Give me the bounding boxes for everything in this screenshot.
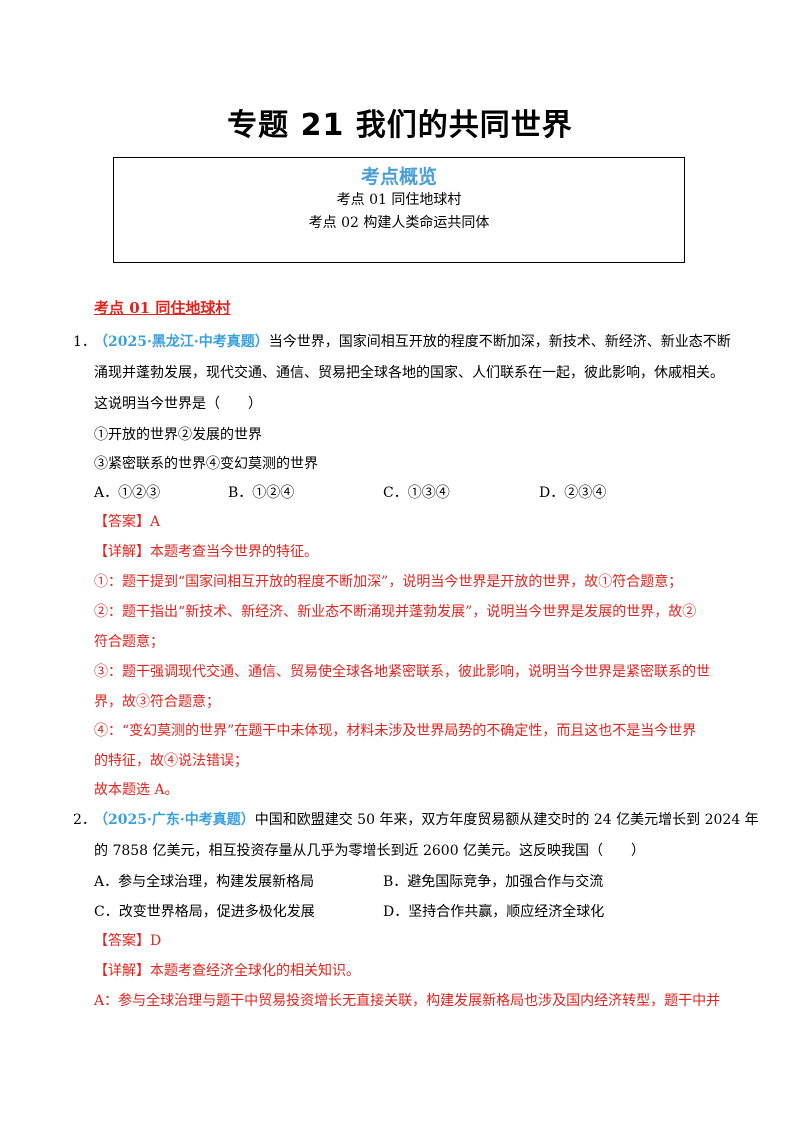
question-stem-line: 的 7858 亿美元，相互投资存量从几乎为零增长到近 2600 亿美元。这反映我…	[94, 843, 646, 859]
analysis-line: ③：题干强调现代交通、通信、贸易使全球各地紧密联系，彼此影响，说明当今世界是紧密…	[94, 664, 710, 680]
answer-value: D	[150, 933, 162, 949]
analysis-line: ①：题干提到“国家间相互开放的程度不断加深”，说明当今世界是开放的世界，故①符合…	[94, 574, 683, 590]
question-source: （2025·黑龙江·中考真题）	[94, 334, 269, 350]
analysis-line: 故本题选 A。	[94, 782, 179, 798]
option-a: A．参与全球治理，构建发展新格局	[94, 874, 315, 890]
question-text: 中国和欧盟建交 50 年来，双方年度贸易额从建交时的 24 亿美元增长到 202…	[254, 812, 759, 828]
question-stem-line: ①开放的世界②发展的世界	[94, 427, 262, 443]
option-c: C．改变世界格局，促进多极化发展	[94, 904, 315, 920]
analysis-line: 界，故③符合题意；	[94, 694, 220, 710]
detail-label: 【详解】	[94, 544, 150, 560]
option-d: D．②③④	[539, 485, 607, 501]
option-d: D．坚持合作共赢，顺应经济全球化	[383, 904, 605, 920]
overview-item: 考点 02 构建人类命运共同体	[308, 215, 490, 231]
page-title: 专题 21 我们的共同世界	[227, 108, 573, 143]
question-text: 当今世界，国家间相互开放的程度不断加深，新技术、新经济、新业态不断	[268, 334, 731, 350]
question-stem-line: （2025·黑龙江·中考真题）当今世界，国家间相互开放的程度不断加深，新技术、新…	[94, 331, 731, 351]
analysis-line: ④：“变幻莫测的世界”在题干中未体现，材料未涉及世界局势的不确定性，而且这也不是…	[94, 723, 697, 739]
option-b: B．①②④	[228, 485, 295, 501]
question-stem-line: 这说明当今世界是（ ）	[94, 396, 262, 412]
section-heading: 考点 01 同住地球村	[94, 299, 231, 317]
answer-label: 【答案】	[94, 933, 150, 949]
analysis-line: 符合题意；	[94, 634, 164, 650]
overview-heading: 考点概览	[360, 166, 437, 188]
option-b: B．避免国际竞争，加强合作与交流	[383, 874, 604, 890]
answer-line: 【答案】D	[94, 930, 161, 950]
question-stem-line: 涌现并蓬勃发展，现代交通、通信、贸易把全球各地的国家、人们联系在一起，彼此影响，…	[94, 365, 724, 381]
overview-item: 考点 01 同住地球村	[336, 192, 462, 208]
overview-box: 考点概览 考点 01 同住地球村 考点 02 构建人类命运共同体	[113, 157, 685, 263]
detail-text: 本题考查经济全球化的相关知识。	[150, 963, 360, 979]
option-c: C．①③④	[383, 485, 450, 501]
answer-value: A	[150, 514, 161, 530]
question-source: （2025·广东·中考真题）	[94, 812, 255, 828]
detail-label: 【详解】	[94, 963, 150, 979]
detail-line: 【详解】本题考查经济全球化的相关知识。	[94, 960, 360, 980]
option-a: A．①②③	[94, 485, 161, 501]
question-stem-line: （2025·广东·中考真题）中国和欧盟建交 50 年来，双方年度贸易额从建交时的…	[94, 809, 759, 829]
detail-line: 【详解】本题考查当今世界的特征。	[94, 541, 318, 561]
question-stem-line: ③紧密联系的世界④变幻莫测的世界	[94, 456, 318, 472]
answer-line: 【答案】A	[94, 511, 160, 531]
detail-text: 本题考查当今世界的特征。	[150, 544, 318, 560]
answer-label: 【答案】	[94, 514, 150, 530]
question-number: 2．	[73, 812, 96, 828]
analysis-line: A：参与全球治理与题干中贸易投资增长无直接关联，构建发展新格局也涉及国内经济转型…	[94, 993, 721, 1009]
question-number: 1．	[73, 334, 96, 350]
analysis-line: ②：题干指出“新技术、新经济、新业态不断涌现并蓬勃发展”，说明当今世界是发展的世…	[94, 604, 697, 620]
analysis-line: 的特征，故④说法错误；	[94, 753, 248, 769]
